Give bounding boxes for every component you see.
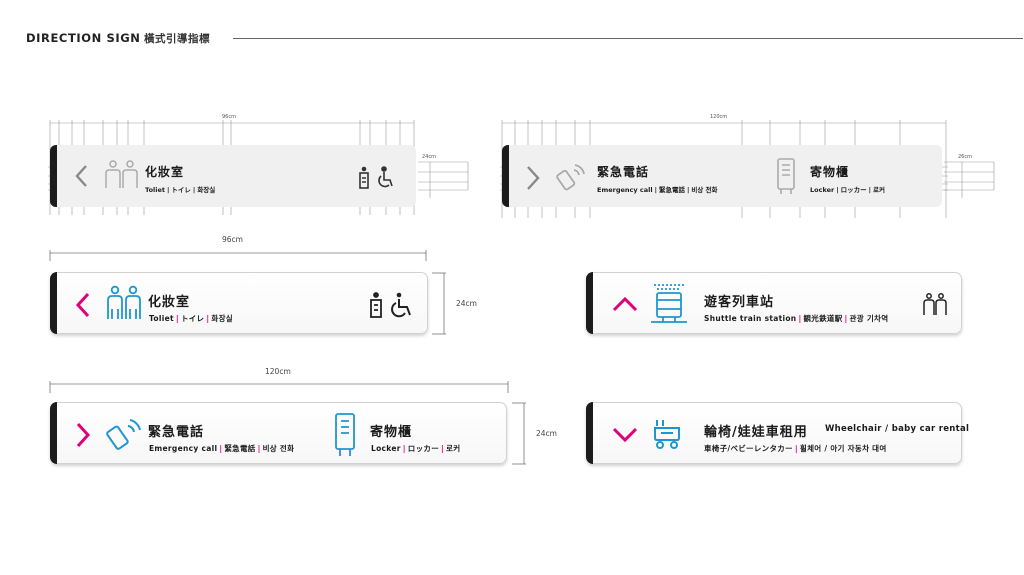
tech-toilet-subtitle: Toliet|トイレ|화장실 xyxy=(145,186,216,194)
tech-width-label: 120cm xyxy=(710,114,728,120)
tech-width-label: 96cm xyxy=(222,114,236,120)
width-dimension-line xyxy=(49,381,509,393)
width-dimension-line xyxy=(49,250,427,261)
width-label-96: 96cm xyxy=(222,235,243,244)
phone-icon xyxy=(106,419,141,450)
shuttle-title: 遊客列車站 xyxy=(704,295,775,310)
height-label-24: 24cm xyxy=(456,299,477,308)
chevron-up-icon xyxy=(612,296,638,312)
wheelchair-subtitle: 車椅子/ベビーレンタカー|휠체어 / 아기 자동차 대여 xyxy=(704,444,887,453)
tech-locker-title: 寄物櫃 xyxy=(810,165,850,179)
restroom-icon xyxy=(105,160,138,188)
chevron-right-icon xyxy=(527,166,540,190)
restroom-icon xyxy=(923,293,947,315)
chevron-left-icon xyxy=(75,292,90,318)
height-dimension-line xyxy=(512,402,526,465)
train-icon xyxy=(651,284,687,323)
locker-icon xyxy=(777,158,795,194)
locker-title: 寄物櫃 xyxy=(370,425,413,440)
height-dimension-line xyxy=(432,272,446,335)
tech-height-lines xyxy=(944,161,995,198)
wheelchair-icon xyxy=(391,292,411,318)
tech-height-lines xyxy=(418,161,469,198)
restroom-icon xyxy=(107,285,141,319)
tech-locker-subtitle: Locker|ロッカー|로커 xyxy=(810,186,885,194)
wheelchair-title-en: Wheelchair / baby car rental xyxy=(825,424,970,434)
chevron-left-icon xyxy=(75,165,87,187)
tech-sign-emergency xyxy=(502,145,942,207)
tech-emergency-subtitle: Emergency call|緊急電話|비상 전화 xyxy=(597,186,718,194)
chevron-right-icon xyxy=(76,422,91,448)
elevator-wheelchair-icons xyxy=(359,166,393,189)
phone-icon xyxy=(556,164,585,191)
locker-subtitle: Locker|ロッカー|로커 xyxy=(371,444,461,453)
height-label-24: 24cm xyxy=(536,429,557,438)
emergency-title: 緊急電話 xyxy=(148,425,205,440)
width-label-120: 120cm xyxy=(265,367,291,376)
page-subtitle: 橫式引導指標 xyxy=(144,33,210,45)
sign-wheelchair-rental: 輪椅/娃娃車租用 Wheelchair / baby car rental 車椅… xyxy=(586,402,969,464)
chevron-down-icon xyxy=(612,427,638,443)
elevator-icon xyxy=(370,292,382,318)
stroller-icon xyxy=(654,420,680,449)
toilet-subtitle: Toliet|トイレ|화장실 xyxy=(149,314,233,323)
header-rule xyxy=(233,38,1023,39)
sign-shuttle: 遊客列車站 Shuttle train station|観光鉄道駅|관광 기차역 xyxy=(586,272,962,334)
toilet-title: 化妝室 xyxy=(148,295,191,310)
page-title: DIRECTION SIGN xyxy=(26,31,141,45)
locker-icon xyxy=(335,413,355,456)
tech-height-label: 24cm xyxy=(422,154,436,160)
tech-emergency-title: 緊急電話 xyxy=(597,165,650,179)
tech-height-label: 26cm xyxy=(958,154,972,160)
tech-sign-toilet xyxy=(50,145,416,207)
shuttle-subtitle: Shuttle train station|観光鉄道駅|관광 기차역 xyxy=(704,314,889,323)
sign-toilet: 化妝室 Toliet|トイレ|화장실 xyxy=(50,272,428,334)
sign-emergency-locker: 緊急電話 Emergency call|緊急電話|비상 전화 寄物櫃 Locke… xyxy=(50,402,507,464)
tech-toilet-title: 化妝室 xyxy=(145,165,185,179)
wheelchair-title: 輪椅/娃娃車租用 xyxy=(704,425,808,440)
emergency-subtitle: Emergency call|緊急電話|비상 전화 xyxy=(149,444,295,453)
